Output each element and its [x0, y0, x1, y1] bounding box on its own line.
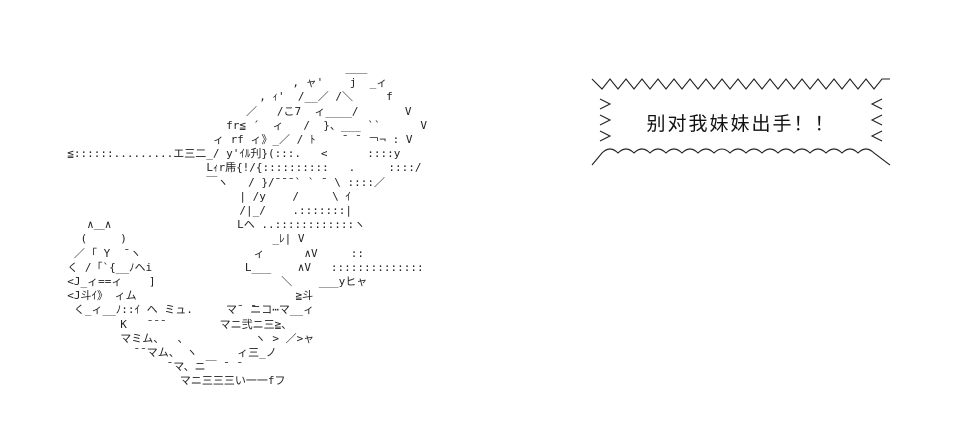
bubble-frame — [591, 78, 891, 166]
speech-text: 别对我妹妹出手！！ — [646, 113, 836, 135]
speech-bubble: 别对我妹妹出手！！ — [588, 75, 894, 167]
ascii-art: ＿＿ , ャ' j _ィ , ｨ' /__／ /＼ f ／ /こ7 ィ____/… — [67, 62, 427, 388]
